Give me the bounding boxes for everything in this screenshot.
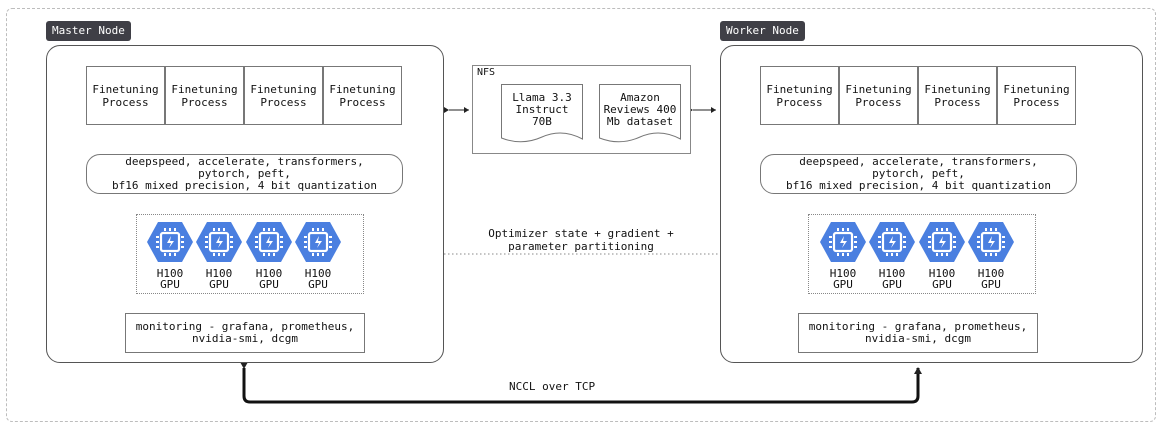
worker-finetuning-process: Finetuning Process (918, 66, 997, 125)
master-library-stack: deepspeed, accelerate, transformers, pyt… (86, 154, 403, 194)
gpu-label: H100 GPU (205, 267, 233, 291)
gpu-chip-hexagon-icon (968, 222, 1014, 262)
worker-finetuning-process: Finetuning Process (760, 66, 839, 125)
gpu-label: H100 GPU (829, 267, 857, 291)
partitioning-label: Optimizer state + gradient + parameter p… (470, 227, 692, 253)
gpu-chip-hexagon-icon (820, 222, 866, 262)
master-node-tag: Master Node (46, 21, 131, 41)
master-finetuning-process: Finetuning Process (323, 66, 402, 125)
worker-gpu: H100 GPU (819, 220, 867, 290)
gpu-chip-hexagon-icon (919, 222, 965, 262)
worker-gpu-group (808, 214, 1036, 294)
dataset-document-icon (599, 84, 681, 143)
worker-node-tag: Worker Node (720, 21, 805, 41)
master-gpu: H100 GPU (195, 220, 243, 290)
master-gpu: H100 GPU (294, 220, 342, 290)
worker-finetuning-process: Finetuning Process (997, 66, 1076, 125)
gpu-chip-hexagon-icon (147, 222, 193, 262)
worker-library-stack: deepspeed, accelerate, transformers, pyt… (760, 154, 1077, 194)
model-document-label: Llama 3.3 Instruct 70B (512, 91, 572, 128)
gpu-chip-hexagon-icon (196, 222, 242, 262)
gpu-label: H100 GPU (878, 267, 906, 291)
gpu-chip-hexagon-icon (246, 222, 292, 262)
master-gpu-group (136, 214, 364, 294)
master-monitoring: monitoring - grafana, prometheus, nvidia… (125, 313, 365, 353)
worker-gpu: H100 GPU (918, 220, 966, 290)
master-gpu: H100 GPU (245, 220, 293, 290)
gpu-label: H100 GPU (156, 267, 184, 291)
nccl-label: NCCL over TCP (509, 380, 596, 393)
master-finetuning-process: Finetuning Process (165, 66, 244, 125)
nfs-title: NFS (477, 67, 496, 78)
gpu-label: H100 GPU (977, 267, 1005, 291)
dataset-document-label: Amazon Reviews 400 Mb dataset (603, 91, 677, 128)
worker-gpu: H100 GPU (967, 220, 1015, 290)
worker-gpu: H100 GPU (868, 220, 916, 290)
worker-monitoring: monitoring - grafana, prometheus, nvidia… (798, 313, 1038, 353)
master-finetuning-process: Finetuning Process (86, 66, 165, 125)
gpu-label: H100 GPU (255, 267, 283, 291)
gpu-chip-hexagon-icon (869, 222, 915, 262)
cluster-frame (6, 8, 1156, 422)
master-finetuning-process: Finetuning Process (244, 66, 323, 125)
gpu-chip-hexagon-icon (295, 222, 341, 262)
model-document-icon (501, 84, 583, 143)
nccl-link (240, 362, 922, 404)
worker-finetuning-process: Finetuning Process (839, 66, 918, 125)
gpu-label: H100 GPU (304, 267, 332, 291)
master-gpu: H100 GPU (146, 220, 194, 290)
gpu-label: H100 GPU (928, 267, 956, 291)
